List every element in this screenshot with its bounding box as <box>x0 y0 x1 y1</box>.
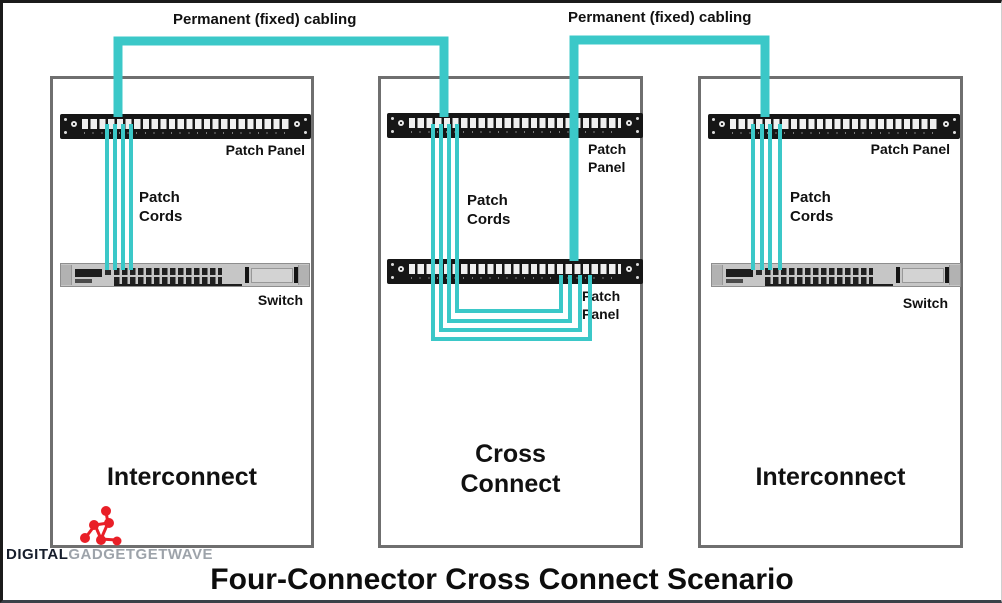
patch-panel-middle-bottom <box>387 259 643 284</box>
permanent-cabling-label-right: Permanent (fixed) cabling <box>568 9 752 26</box>
port-numbers <box>84 132 287 134</box>
patch-panel-right <box>708 114 960 139</box>
switch-divider <box>294 267 298 283</box>
switch-display <box>726 269 753 277</box>
switch-leds <box>75 279 92 283</box>
switch-ports <box>114 268 222 284</box>
switch-display <box>75 269 102 277</box>
patch-panel-middle-top <box>387 113 643 138</box>
panel-brand-icon <box>398 120 404 126</box>
port-numbers <box>411 131 619 133</box>
switch-label: Switch <box>257 292 303 308</box>
switch-divider <box>245 267 249 283</box>
rack-name-interconnect-right: Interconnect <box>755 463 906 491</box>
patch-panel-label: Patch Panel <box>870 141 950 157</box>
patch-cords-label: Patch Cords <box>790 189 834 225</box>
panel-brand-icon <box>626 120 632 126</box>
digitalgadgetwave-logo-icon <box>80 506 122 546</box>
panel-brand-icon <box>626 266 632 272</box>
patch-panel-ports <box>730 119 938 129</box>
permanent-cabling-label-left: Permanent (fixed) cabling <box>173 11 357 28</box>
patch-panel-left <box>60 114 311 139</box>
switch-divider <box>896 267 900 283</box>
patch-panel-label: Patch Panel <box>225 142 305 158</box>
switch-blank-panel <box>902 268 944 283</box>
patch-panel-top-label: Patch Panel <box>588 141 627 175</box>
switch-blank-panel <box>251 268 293 283</box>
switch-divider <box>945 267 949 283</box>
switch-ports <box>765 268 873 284</box>
patch-panel-ports <box>409 118 621 128</box>
switch-port-frame <box>765 284 893 286</box>
panel-brand-icon <box>943 121 949 127</box>
switch-label: Switch <box>902 295 948 311</box>
patch-panel-ports <box>82 119 289 129</box>
patch-cords-label: Patch Cords <box>139 189 183 225</box>
patch-panel-ports <box>409 264 621 274</box>
rack-left-interconnect: Patch Panel Patch Cords Switch Interconn… <box>50 76 314 548</box>
rack-middle-cross-connect: Patch Panel Patch Cords Patch Panel Cros… <box>378 76 643 548</box>
panel-brand-icon <box>719 121 725 127</box>
switch-leds <box>726 279 743 283</box>
rack-name-interconnect-left: Interconnect <box>106 463 258 491</box>
watermark-bold: DIGITAL <box>6 546 69 563</box>
switch-button <box>105 270 111 275</box>
switch-button <box>756 270 762 275</box>
switch-left <box>60 263 310 287</box>
port-numbers <box>732 132 936 134</box>
port-numbers <box>411 277 619 279</box>
panel-brand-icon <box>294 121 300 127</box>
switch-right <box>711 263 961 287</box>
rack-right-interconnect: Patch Panel Patch Cords Switch Interconn… <box>698 76 963 548</box>
rack-name-cross-connect: Cross Connect <box>460 440 561 498</box>
watermark-light: GADGETGETWAVE <box>68 546 213 563</box>
patch-cords-label: Patch Cords <box>467 192 511 228</box>
panel-brand-icon <box>398 266 404 272</box>
page-title: Four-Connector Cross Connect Scenario <box>210 563 794 596</box>
switch-port-frame <box>114 284 242 286</box>
panel-brand-icon <box>71 121 77 127</box>
patch-panel-bottom-label: Patch Panel <box>582 288 621 322</box>
watermark: DIGITALGADGETGETWAVE <box>6 546 213 563</box>
